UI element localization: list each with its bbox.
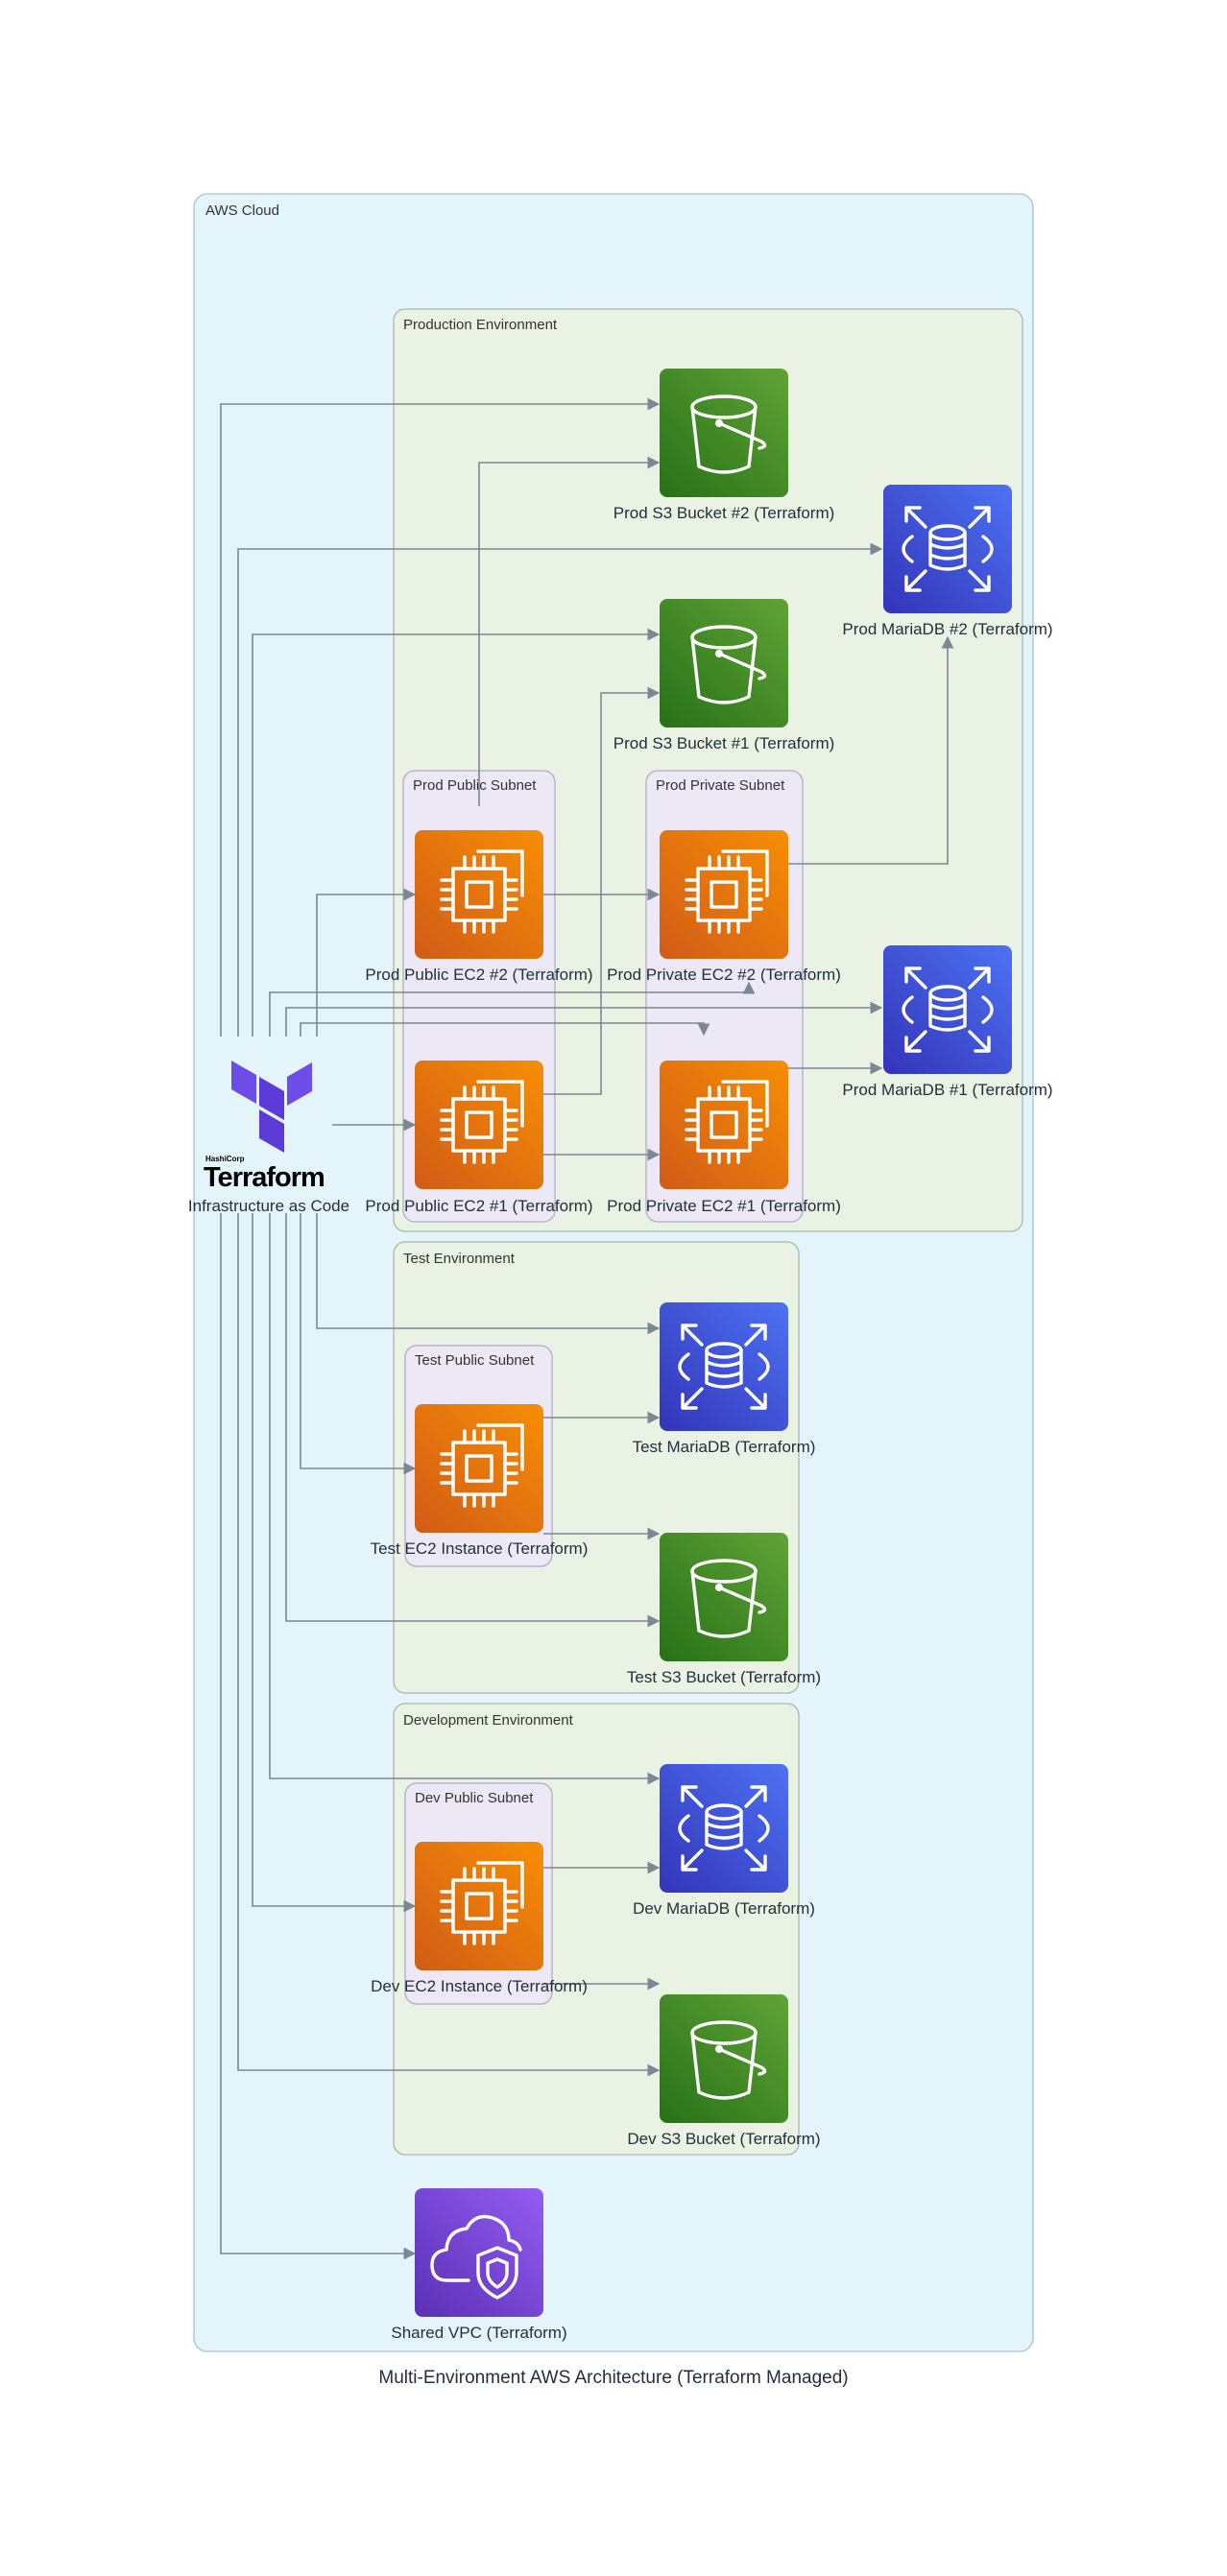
edge-terraform-to-prod-s3-2: [220, 397, 661, 1037]
prod-s3-bucket-1-node[interactable]: Prod S3 Bucket #1 (Terraform): [614, 599, 835, 752]
edge-terraform-to-prod-mariadb-2: [237, 542, 883, 1037]
prod-private-ec2-1-node[interactable]: Prod Private EC2 #1 (Terraform): [607, 1061, 841, 1215]
production-environment-label: Production Environment: [403, 317, 558, 333]
edge-prod-private-ec2-2-to-prod-mariadb-2: [787, 635, 954, 865]
test-public-subnet-label: Test Public Subnet: [415, 1352, 535, 1369]
prod-public-ec2-1-node[interactable]: Prod Public EC2 #1 (Terraform): [365, 1061, 593, 1215]
prod-private-ec2-1-label: Prod Private EC2 #1 (Terraform): [607, 1197, 841, 1215]
edge-terraform-to-prod-private-ec2-2: [269, 981, 756, 1037]
edge-terraform-to-dev-mariadb: [269, 1213, 661, 1785]
dev-ec2-instance-label: Dev EC2 Instance (Terraform): [371, 1977, 588, 1995]
terraform-logo-text: Terraform: [204, 1162, 325, 1193]
edge-prod-public-ec2-2-to-prod-s3-2: [478, 456, 661, 806]
terraform-logo-small-text: HashiCorp: [205, 1155, 245, 1163]
prod-mariadb-1-label: Prod MariaDB #1 (Terraform): [842, 1081, 1052, 1099]
edge-terraform-to-prod-public-ec2-2: [316, 888, 417, 1037]
prod-s3-bucket-1-label: Prod S3 Bucket #1 (Terraform): [614, 734, 835, 752]
prod-public-ec2-2-node[interactable]: Prod Public EC2 #2 (Terraform): [365, 830, 593, 984]
prod-public-ec2-2-label: Prod Public EC2 #2 (Terraform): [365, 966, 592, 984]
terraform-label: Infrastructure as Code: [188, 1197, 349, 1215]
development-environment-label: Development Environment: [403, 1712, 574, 1729]
prod-public-ec2-1-label: Prod Public EC2 #1 (Terraform): [365, 1197, 592, 1215]
dev-mariadb-label: Dev MariaDB (Terraform): [633, 1899, 815, 1918]
prod-s3-bucket-2-label: Prod S3 Bucket #2 (Terraform): [614, 504, 835, 522]
diagram-caption: Multi-Environment AWS Architecture (Terr…: [378, 2368, 848, 2388]
terraform-node[interactable]: HashiCorp Terraform Infrastructure as Co…: [188, 1061, 349, 1215]
dev-s3-bucket-label: Dev S3 Bucket (Terraform): [627, 2130, 820, 2148]
terraform-logo-icon: [231, 1061, 312, 1153]
prod-s3-bucket-2-node[interactable]: Prod S3 Bucket #2 (Terraform): [614, 369, 835, 522]
test-mariadb-label: Test MariaDB (Terraform): [633, 1438, 816, 1456]
prod-public-subnet-label: Prod Public Subnet: [413, 777, 537, 794]
test-ec2-instance-label: Test EC2 Instance (Terraform): [371, 1539, 589, 1558]
dev-ec2-instance-node[interactable]: Dev EC2 Instance (Terraform): [371, 1842, 588, 1995]
dev-public-subnet-label: Dev Public Subnet: [415, 1790, 534, 1806]
test-mariadb-node[interactable]: Test MariaDB (Terraform): [633, 1302, 816, 1456]
test-environment-label: Test Environment: [403, 1251, 516, 1267]
edge-terraform-to-test-mariadb: [316, 1213, 661, 1335]
edge-terraform-to-prod-private-ec2-1: [300, 1022, 710, 1037]
test-ec2-instance-node[interactable]: Test EC2 Instance (Terraform): [371, 1404, 589, 1558]
dev-s3-bucket-node[interactable]: Dev S3 Bucket (Terraform): [627, 1994, 821, 2148]
prod-private-ec2-2-label: Prod Private EC2 #2 (Terraform): [607, 966, 841, 984]
edge-terraform-to-test-ec2: [300, 1213, 417, 1475]
edge-terraform-to-test-s3: [285, 1213, 661, 1628]
shared-vpc-node[interactable]: Shared VPC (Terraform): [391, 2188, 567, 2342]
edge-terraform-to-prod-mariadb-1: [285, 1001, 883, 1037]
prod-private-subnet-label: Prod Private Subnet: [656, 777, 785, 794]
test-s3-bucket-label: Test S3 Bucket (Terraform): [627, 1668, 821, 1686]
edge-terraform-to-dev-ec2: [252, 1213, 417, 1913]
edges: [220, 397, 954, 2260]
edge-terraform-to-prod-s3-1: [252, 628, 661, 1037]
edge-prod-public-ec2-1-to-prod-s3-1: [543, 686, 661, 1095]
prod-mariadb-2-node[interactable]: Prod MariaDB #2 (Terraform): [842, 485, 1053, 638]
test-s3-bucket-node[interactable]: Test S3 Bucket (Terraform): [627, 1533, 821, 1686]
edge-terraform-to-dev-s3: [237, 1213, 661, 2077]
prod-mariadb-2-label: Prod MariaDB #2 (Terraform): [842, 620, 1052, 638]
prod-mariadb-1-node[interactable]: Prod MariaDB #1 (Terraform): [842, 945, 1053, 1099]
dev-mariadb-node[interactable]: Dev MariaDB (Terraform): [633, 1764, 815, 1918]
prod-private-ec2-2-node[interactable]: Prod Private EC2 #2 (Terraform): [607, 830, 841, 984]
aws-cloud-label: AWS Cloud: [205, 203, 279, 219]
edge-terraform-to-shared-vpc: [220, 1213, 417, 2260]
shared-vpc-label: Shared VPC (Terraform): [391, 2324, 566, 2342]
